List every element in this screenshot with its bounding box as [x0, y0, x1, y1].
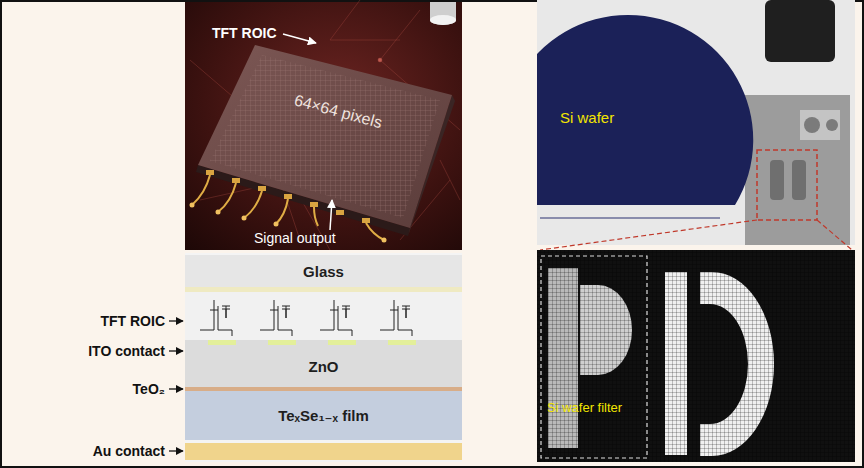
layer-stack: [169, 253, 462, 462]
layer-name: ZnO: [309, 358, 339, 375]
chip-illustration: [185, 0, 462, 250]
light-source: [430, 2, 456, 25]
layer-name: Glass: [303, 263, 344, 280]
layer-label: ITO contact: [88, 343, 165, 359]
layer-band: ZnO: [185, 346, 462, 387]
layer-band: TeₓSe₁₋ₓ film: [185, 391, 462, 440]
layer-label: Au contact: [93, 443, 165, 459]
layer-label: TeO₂: [133, 381, 165, 397]
layer-band: Glass: [185, 255, 462, 287]
part-label: TFT ROIC: [212, 25, 277, 41]
layer-name: TeₓSe₁₋ₓ film: [278, 407, 369, 425]
wafer-photo: [503, 0, 855, 250]
part-label: Signal output: [254, 230, 336, 246]
photo-label: Si wafer: [560, 109, 614, 126]
imaging-result: [537, 250, 855, 462]
photo-label: Si wafer filter: [547, 401, 622, 416]
layer-label: TFT ROIC: [100, 313, 165, 329]
